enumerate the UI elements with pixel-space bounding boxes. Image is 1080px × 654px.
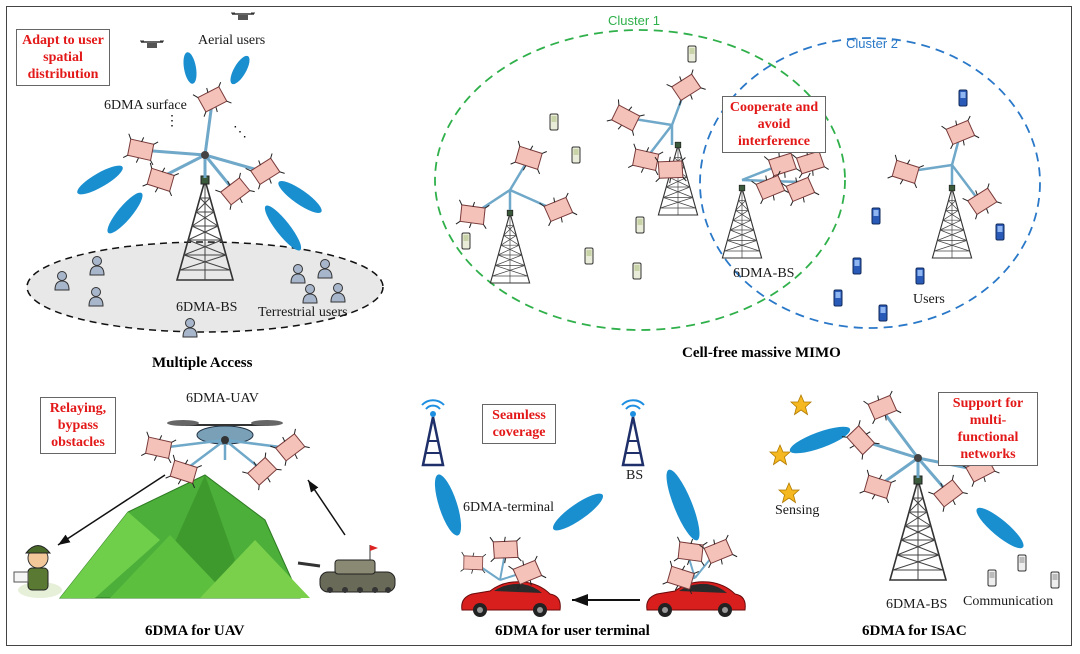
cell-free-caption: Cell-free massive MIMO (682, 345, 841, 361)
isac-note: Support for multi-functional networks (938, 392, 1038, 466)
communication-label: Communication (963, 594, 1054, 609)
users-label: Users (913, 292, 945, 307)
cluster1-ellipse (434, 29, 846, 331)
figure-frame (6, 6, 1072, 646)
terminal-label: 6DMA-terminal (463, 500, 554, 515)
uav-caption: 6DMA for UAV (145, 623, 245, 639)
star-icon (769, 444, 791, 465)
cluster2-ellipse (699, 37, 1041, 329)
cell-free-note: Cooperate and avoid interference (722, 96, 826, 153)
isac-panel (769, 389, 1060, 589)
multiple-access-caption: Multiple Access (152, 355, 253, 371)
beams (77, 52, 322, 251)
terminal-panel (420, 398, 746, 618)
bs-icon (620, 398, 646, 467)
isac-caption: 6DMA for ISAC (862, 623, 967, 639)
coverage-ellipse (26, 241, 384, 333)
tank-icon (297, 545, 396, 593)
terminal-bs-label: BS (626, 468, 644, 483)
terrestrial-users-label: Terrestrial users (258, 305, 348, 320)
uav-note: Relaying, bypass obstacles (40, 397, 116, 454)
svg-text:⋱: ⋱ (233, 125, 247, 140)
car-icon (646, 581, 746, 618)
cf-bs-label: 6DMA-BS (733, 266, 795, 281)
uav-label: 6DMA-UAV (186, 391, 259, 406)
drone-icon (139, 40, 165, 49)
sensing-label: Sensing (775, 503, 820, 518)
uav-panel (13, 420, 396, 599)
drone-icon (230, 12, 256, 21)
cluster1-label: Cluster 1 (608, 13, 661, 28)
ma-bs-label: 6DMA-BS (176, 300, 238, 315)
terminal-caption: 6DMA for user terminal (495, 623, 650, 639)
surface-label: 6DMA surface (104, 98, 187, 113)
multiple-access-panel: ⋮ ⋱ (26, 12, 384, 338)
aerial-users-label: Aerial users (198, 33, 266, 48)
svg-text:⋮: ⋮ (165, 114, 179, 129)
car-icon (461, 581, 561, 618)
multiple-access-note: Adapt to user spatial distribution (16, 29, 110, 86)
isac-bs-label: 6DMA-BS (886, 597, 948, 612)
soldier-icon (13, 545, 62, 598)
terminal-note: Seamless coverage (482, 404, 556, 444)
star-icon (790, 394, 812, 415)
cluster2-label: Cluster 2 (846, 36, 899, 51)
bs-icon (420, 398, 446, 467)
star-icon (778, 482, 800, 503)
cell-free-panel (434, 29, 1041, 331)
